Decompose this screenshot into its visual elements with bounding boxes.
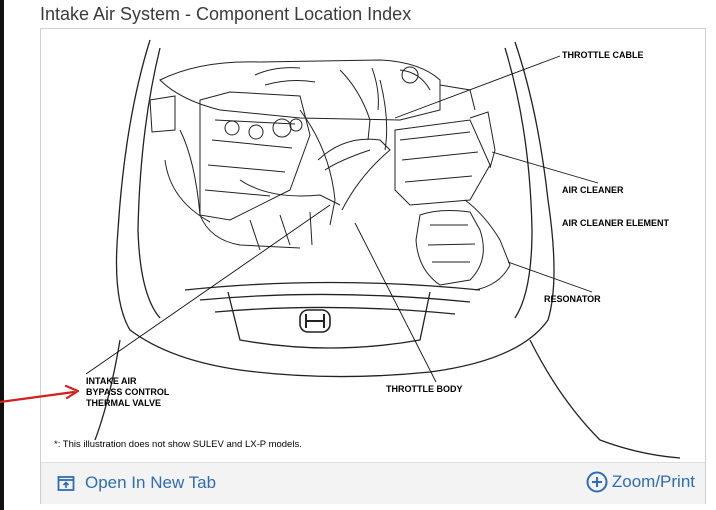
zoom-print-label: Zoom/Print	[611, 472, 695, 491]
callout-bypass-valve-line2: BYPASS CONTROL	[86, 387, 170, 397]
callout-throttle-body: THROTTLE BODY	[386, 384, 463, 394]
open-in-new-tab-link[interactable]: Open In New Tab	[57, 473, 216, 493]
plus-circle-icon	[586, 471, 608, 493]
callout-resonator: RESONATOR	[544, 294, 601, 304]
open-in-new-tab-label: Open In New Tab	[85, 473, 217, 492]
zoom-print-button[interactable]: Zoom/Print	[586, 471, 695, 493]
diagram-panel	[40, 28, 706, 504]
diagram-footer: Open In New Tab Zoom/Print	[41, 462, 705, 504]
engine-assembly	[149, 59, 511, 291]
open-in-new-tab-icon	[57, 476, 75, 491]
callout-air-cleaner: AIR CLEANER	[562, 185, 624, 195]
callout-bypass-valve-line3: THERMAL VALVE	[86, 398, 161, 408]
window-edge	[0, 0, 4, 510]
leader-lines	[85, 55, 599, 383]
callout-throttle-cable: THROTTLE CABLE	[562, 50, 644, 60]
callout-bypass-valve-line1: INTAKE AIR	[86, 376, 137, 386]
car-body-outline	[94, 39, 681, 459]
page-title: Intake Air System - Component Location I…	[40, 4, 412, 24]
callout-air-cleaner-element: AIR CLEANER ELEMENT	[562, 218, 670, 228]
diagram-footnote: *: This illustration does not show SULEV…	[54, 439, 302, 450]
red-annotation-arrow	[0, 384, 80, 404]
honda-logo	[299, 309, 331, 333]
